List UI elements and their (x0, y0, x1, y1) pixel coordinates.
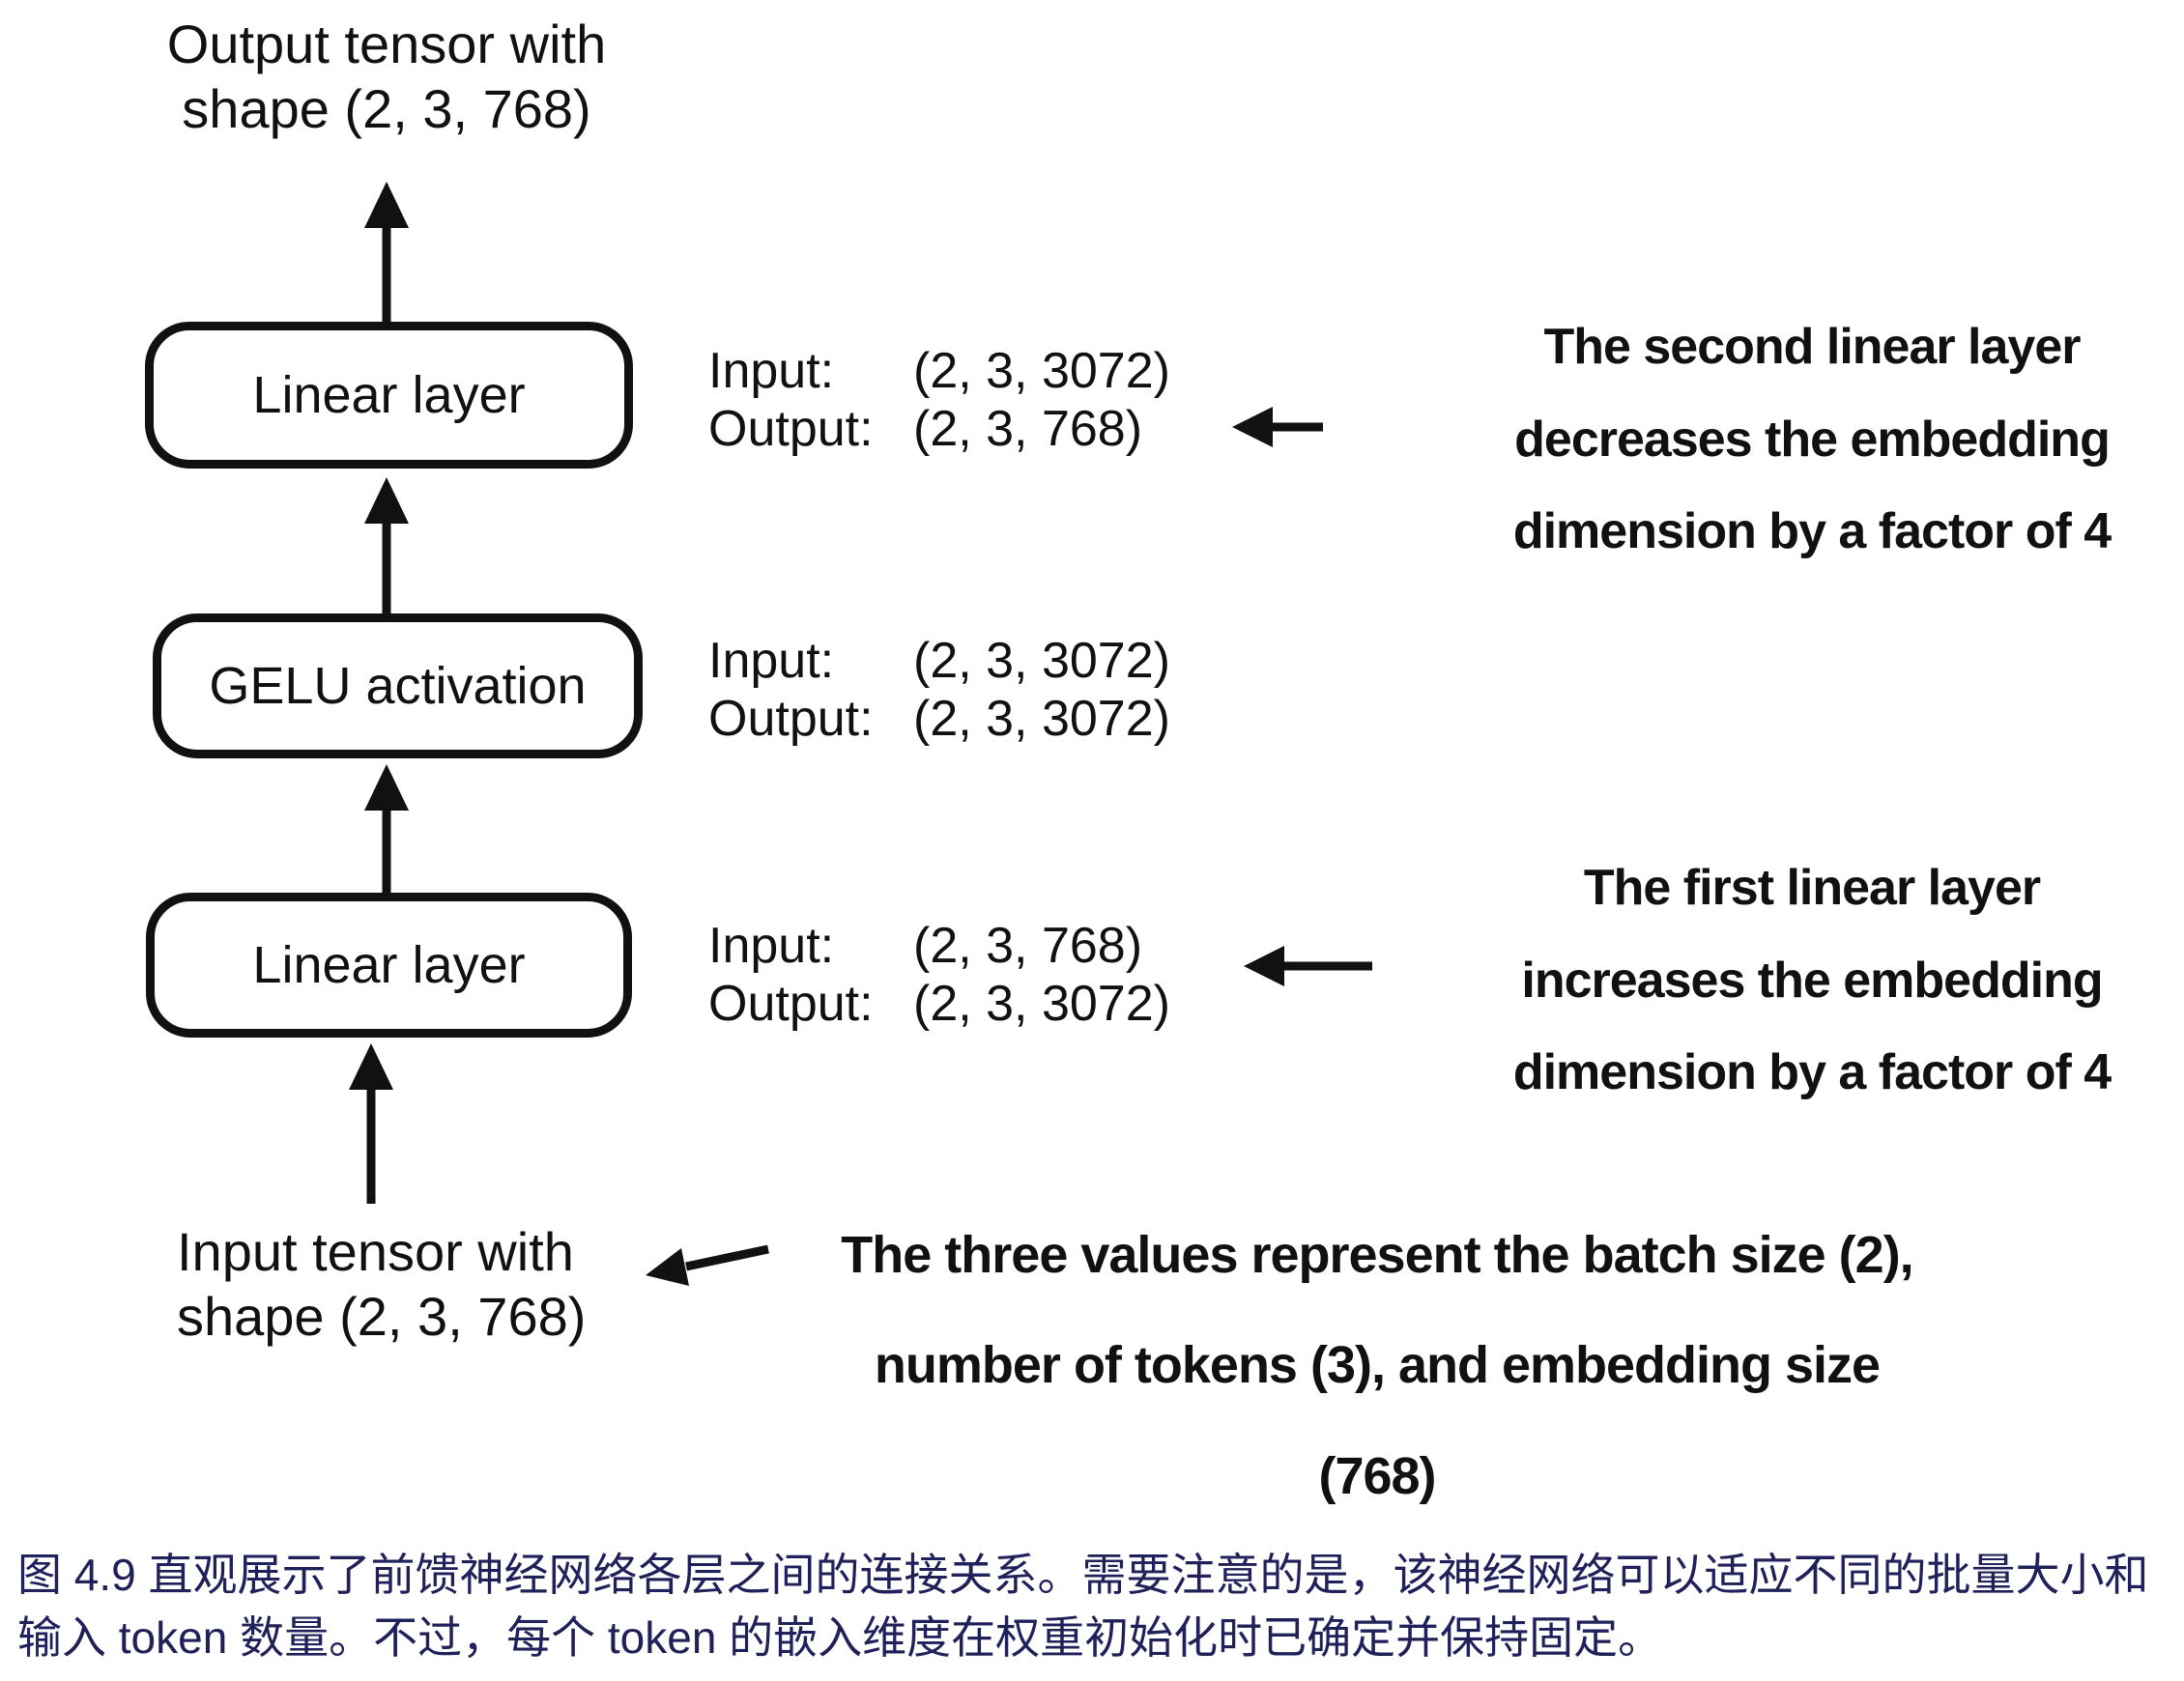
io-input-value: (2, 3, 3072) (913, 633, 1170, 689)
io-output-label: Output: (708, 975, 874, 1032)
annotation-second-linear-layer: The second linear layer decreases the em… (1512, 319, 2112, 560)
linear-layer-2-box: Linear layer (145, 322, 633, 469)
gelu-activation-box: GELU activation (153, 613, 643, 758)
arrow-down-left-icon (646, 1244, 769, 1286)
linear-layer-1-label: Linear layer (252, 936, 526, 994)
io-block-gelu: Input: (2, 3, 3072) Output: (2, 3, 3072) (708, 633, 1170, 749)
output-tensor-label: Output tensor with shape (2, 3, 768) (166, 14, 607, 140)
arrow-left-icon (1244, 946, 1372, 986)
linear-layer-2-label: Linear layer (252, 366, 526, 424)
io-input-label: Input: (708, 918, 835, 974)
gelu-activation-label: GELU activation (209, 657, 587, 715)
linear-layer-1-box: Linear layer (146, 893, 632, 1038)
io-input-value: (2, 3, 768) (913, 918, 1143, 974)
io-input-value: (2, 3, 3072) (913, 343, 1170, 399)
io-input-label: Input: (708, 343, 835, 399)
annotation-first-linear-layer: The first linear layer increases the emb… (1512, 860, 2112, 1101)
io-output-label: Output: (708, 400, 874, 457)
annotation-tensor-shape-values: The three values represent the batch siz… (841, 1226, 1913, 1505)
input-tensor-label: Input tensor with shape (2, 3, 768) (177, 1221, 587, 1348)
io-output-label: Output: (708, 690, 874, 747)
io-output-value: (2, 3, 3072) (913, 690, 1170, 747)
io-output-value: (2, 3, 768) (913, 400, 1143, 457)
io-block-linear-2: Input: (2, 3, 3072) Output: (2, 3, 768) (708, 343, 1170, 459)
io-input-label: Input: (708, 633, 835, 689)
arrow-up-icon (364, 764, 409, 893)
arrow-up-icon (364, 182, 409, 323)
arrow-up-icon (364, 477, 409, 613)
arrow-left-icon (1232, 407, 1323, 447)
io-block-linear-1: Input: (2, 3, 768) Output: (2, 3, 3072) (708, 918, 1170, 1034)
io-output-value: (2, 3, 3072) (913, 975, 1170, 1032)
figure-caption: 图 4.9 直观展示了前馈神经网络各层之间的连接关系。需要注意的是，该神经网络可… (17, 1550, 2149, 1664)
arrow-up-icon (349, 1043, 393, 1204)
